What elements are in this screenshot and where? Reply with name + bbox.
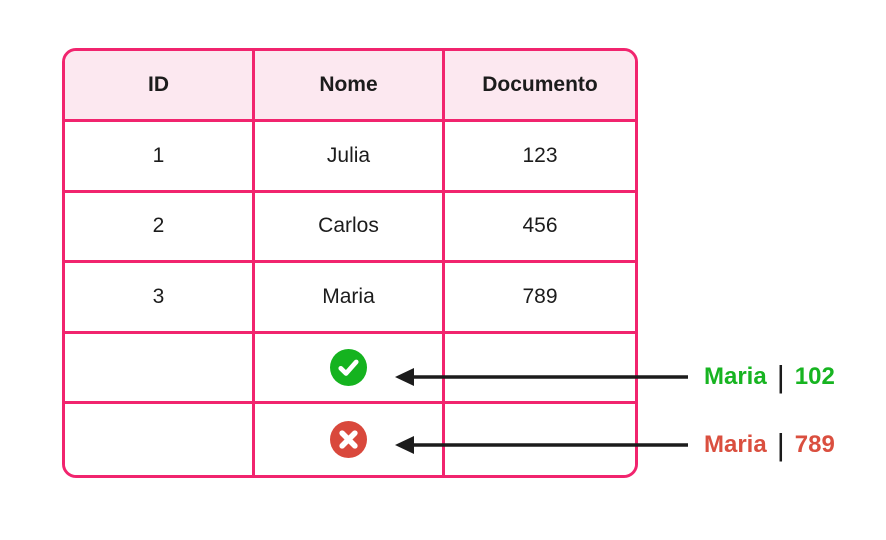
cell-nome: Julia (255, 122, 445, 193)
cell-id: 1 (65, 122, 255, 193)
data-table: ID Nome Documento 1 Julia 123 2 Carlos 4… (62, 48, 638, 478)
cell-nome: Carlos (255, 192, 445, 264)
cell-documento: 456 (445, 192, 635, 264)
annotation-name: Maria (704, 363, 767, 390)
x-circle-icon (330, 421, 367, 459)
annotation-value: 789 (794, 431, 835, 458)
annotation-label-success: Maria | 102 (704, 360, 835, 394)
x-mark (339, 430, 358, 449)
cell-id: 2 (65, 192, 255, 264)
annotation-label-error: Maria | 789 (704, 428, 835, 462)
result-cell-error (255, 404, 445, 475)
empty-cell (445, 404, 635, 475)
check-circle-icon (330, 349, 367, 387)
empty-cell (65, 333, 255, 405)
result-cell-success (255, 333, 445, 405)
empty-cell (445, 333, 635, 405)
cell-id: 3 (65, 263, 255, 334)
annotation-name: Maria (704, 431, 767, 458)
separator-bar: | (776, 358, 785, 394)
cell-documento: 123 (445, 122, 635, 193)
cell-documento: 789 (445, 263, 635, 334)
separator-bar: | (776, 426, 785, 462)
column-header-nome: Nome (255, 51, 445, 122)
annotation-value: 102 (794, 363, 835, 390)
column-header-id: ID (65, 51, 255, 122)
column-header-documento: Documento (445, 51, 635, 122)
check-mark (338, 359, 359, 376)
empty-cell (65, 404, 255, 475)
cell-nome: Maria (255, 263, 445, 334)
